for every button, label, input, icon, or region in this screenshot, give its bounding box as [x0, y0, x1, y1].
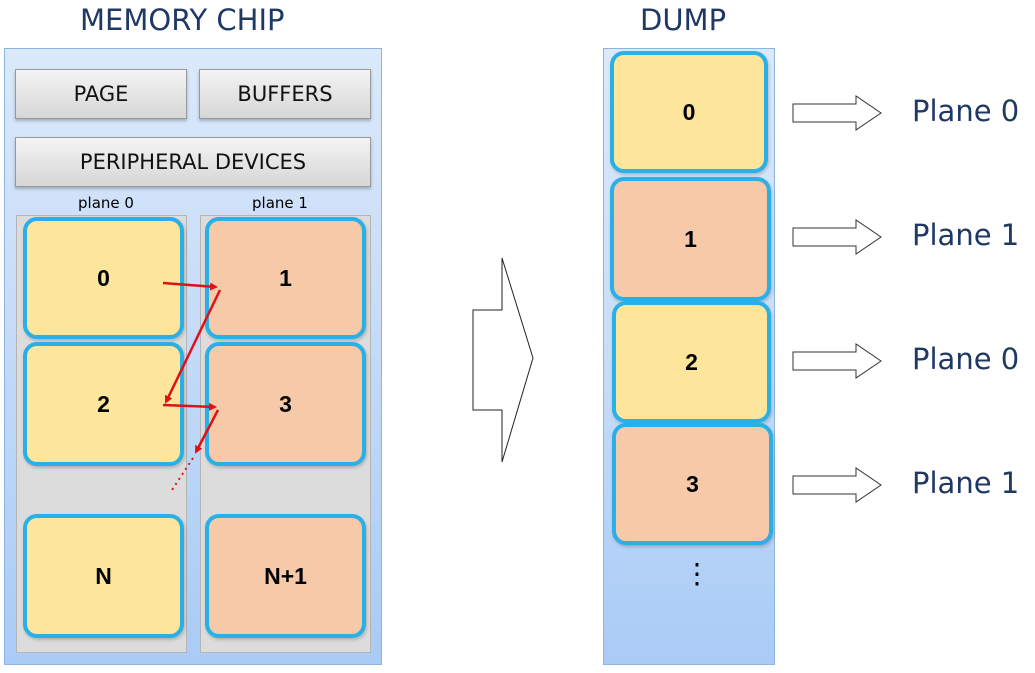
mapping-label-0: Plane 0	[912, 94, 1020, 128]
continuation-dotted-line	[171, 457, 194, 491]
dump-block-0: 0	[610, 51, 768, 173]
block-3: 3	[205, 342, 366, 466]
arrow-1-to-2	[164, 289, 222, 404]
plane-1-label: plane 1	[252, 194, 308, 212]
mapping-label-3: Plane 1	[912, 466, 1020, 500]
block-2: 2	[23, 342, 184, 466]
dump-block-3: 3	[612, 423, 773, 545]
block-n-plus-1: N+1	[205, 514, 366, 638]
buffers-button[interactable]: BUFFERS	[199, 69, 371, 119]
dump-title: DUMP	[640, 3, 727, 37]
mapping-label-2: Plane 0	[912, 342, 1020, 376]
block-n: N	[23, 514, 184, 638]
mapping-arrow-1	[792, 219, 882, 255]
plane-0-label: plane 0	[78, 194, 134, 212]
mapping-arrow-2	[792, 343, 882, 379]
dump-block-1: 1	[610, 177, 771, 301]
block-0: 0	[23, 217, 184, 339]
mapping-arrow-0	[792, 95, 882, 131]
arrow-0-to-1	[162, 281, 218, 291]
dump-ellipsis: ⋮	[683, 557, 711, 590]
mapping-label-1: Plane 1	[912, 218, 1020, 252]
dump-block-2: 2	[612, 301, 771, 423]
transition-arrow	[472, 257, 534, 463]
peripheral-devices-button[interactable]: PERIPHERAL DEVICES	[15, 137, 371, 187]
block-1: 1	[205, 217, 366, 339]
arrow-3-to-next	[194, 409, 220, 454]
mapping-arrow-3	[792, 467, 882, 503]
arrow-2-to-3	[162, 402, 217, 411]
page-button[interactable]: PAGE	[15, 69, 187, 119]
memory-chip-title: MEMORY CHIP	[80, 3, 285, 37]
